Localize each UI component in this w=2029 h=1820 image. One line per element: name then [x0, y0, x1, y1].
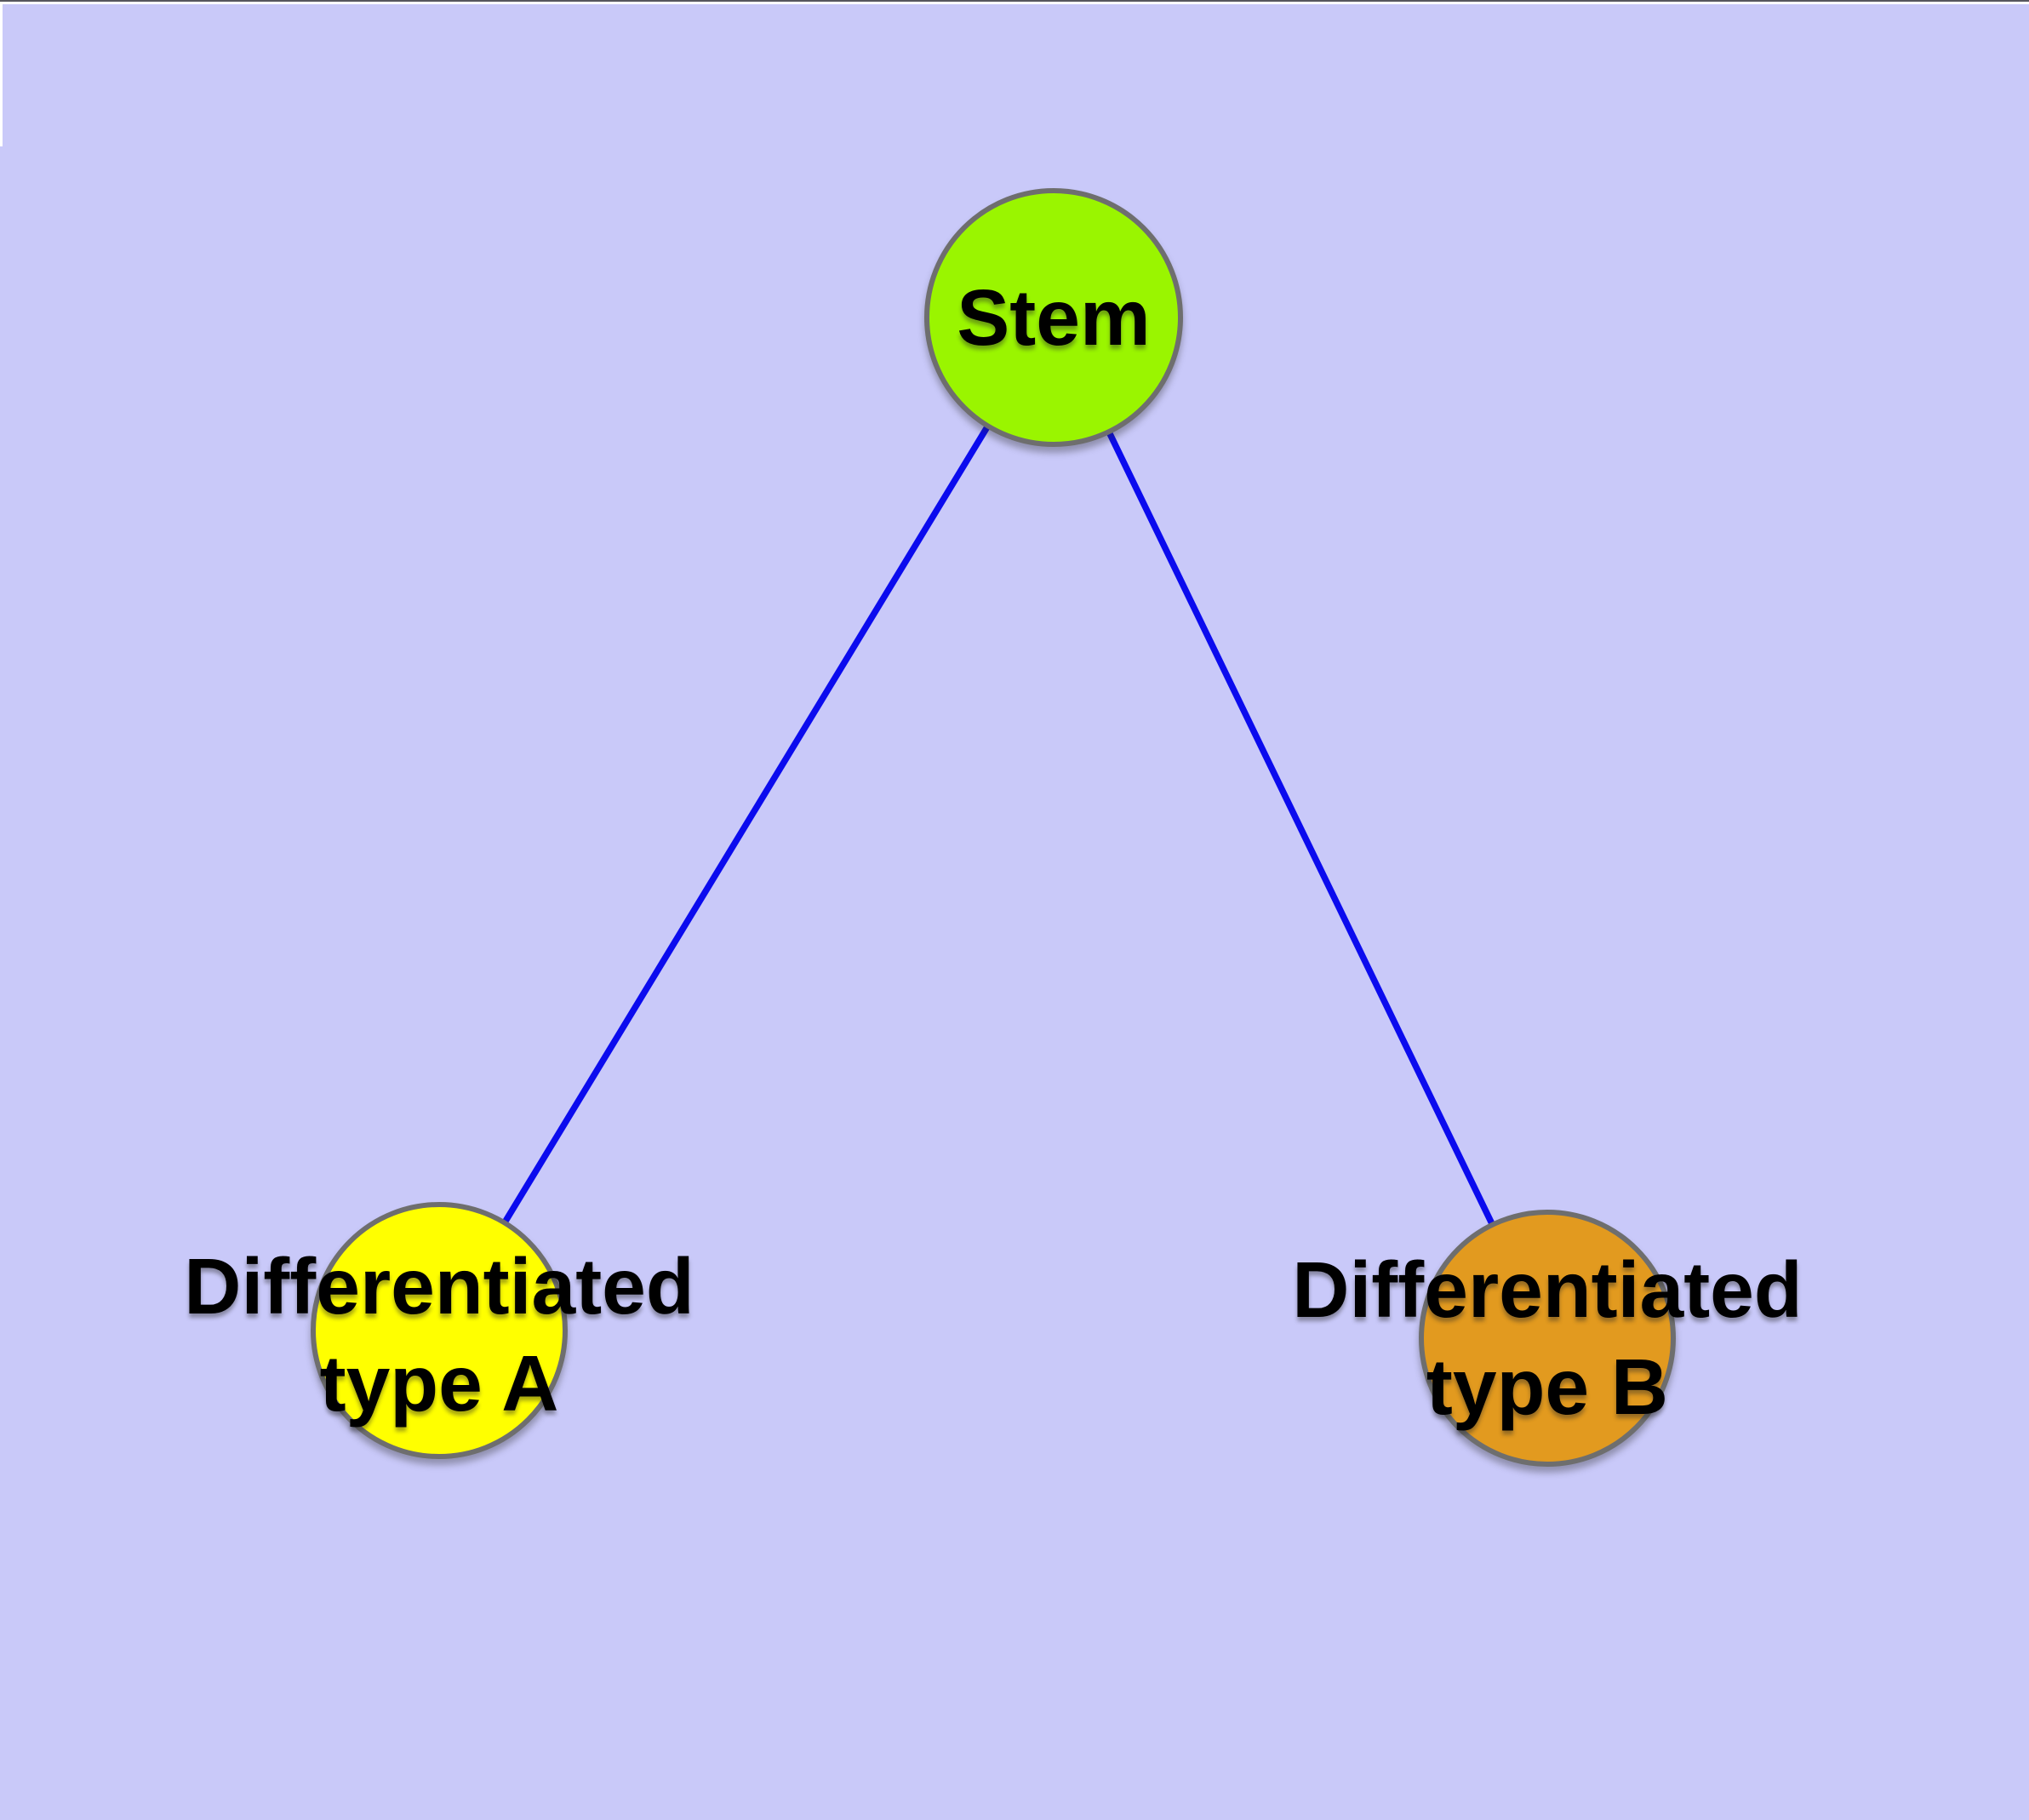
node-stem-label: Stem	[957, 273, 1151, 362]
node-stem[interactable]: Stem	[924, 188, 1183, 447]
node-differentiated-type-b[interactable]	[1419, 1210, 1676, 1467]
frame-top-line	[0, 0, 2029, 2]
node-differentiated-type-a[interactable]	[311, 1202, 568, 1459]
edge-stem-to-type-a[interactable]	[436, 316, 1057, 1332]
frame-top-highlight	[0, 2, 2029, 4]
frame-left-highlight	[0, 2, 3, 146]
edge-stem-to-type-b[interactable]	[1050, 316, 1551, 1340]
